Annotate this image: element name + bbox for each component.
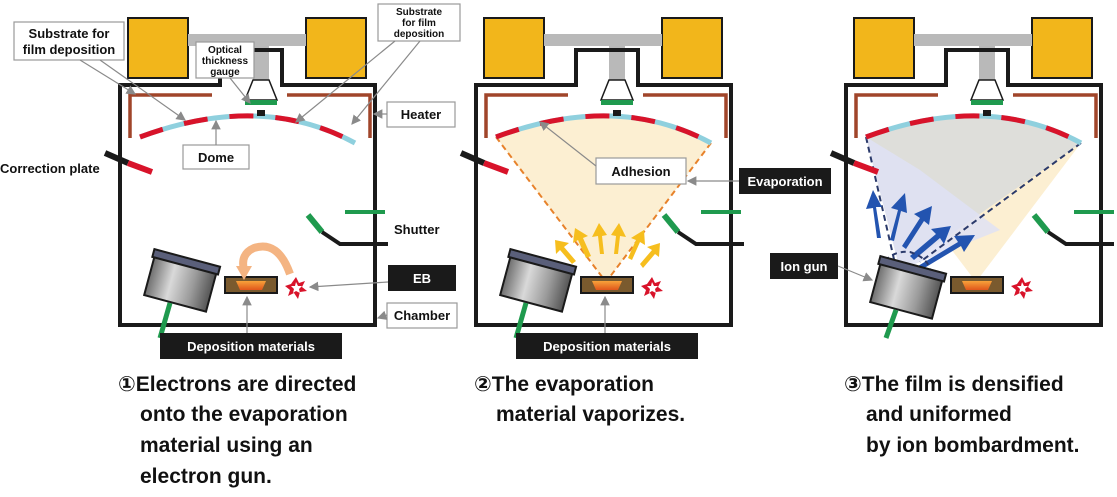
heater-right (287, 93, 372, 138)
label-shutter: Shutter (394, 222, 440, 237)
label-substrate-right-3: deposition (394, 29, 445, 40)
caption-3-line-2: and uniformed (866, 403, 1012, 426)
electron-beam-arrow (239, 242, 294, 276)
correction-plate-rod (103, 150, 130, 166)
label-substrate-right-2: for film (402, 18, 436, 29)
shutter-arm-green (305, 213, 325, 234)
label-eb: EB (413, 271, 431, 286)
pump-block-right (305, 17, 367, 79)
label-substrate-right-1: Substrate (396, 7, 443, 18)
chamber-wall-3 (844, 48, 1103, 327)
label-dome: Dome (198, 150, 234, 165)
caption-2-line-2: material vaporizes. (496, 403, 685, 426)
correction-plate (126, 160, 154, 175)
gauge-window (245, 100, 277, 105)
pump-block-left (127, 17, 189, 79)
caption-3-line-1: ③The film is densified (844, 373, 1064, 396)
vapor-arrows (555, 223, 660, 268)
ion-gun-device-3 (868, 254, 948, 320)
label-adhesion: Adhesion (611, 164, 670, 179)
chamber-wall-2 (474, 48, 733, 327)
caption-1-line-2: onto the evaporation (140, 403, 348, 426)
caption-3-line-3: by ion bombardment. (866, 434, 1080, 457)
label-optical-1: Optical (208, 45, 242, 56)
caption-1-line-4: electron gun. (140, 465, 272, 488)
dome-center (257, 110, 265, 116)
ion-arrows (866, 190, 975, 270)
panel-3 (829, 17, 1114, 339)
label-chamber: Chamber (394, 308, 450, 323)
dome-substrates (139, 113, 357, 146)
caption-2-line-1: ②The evaporation (474, 373, 654, 396)
panel-2-labels: Adhesion Evaporation Deposition material… (474, 121, 831, 426)
label-optical-3: gauge (210, 67, 240, 78)
caption-1-line-1: ①Electrons are directed (118, 373, 356, 396)
label-ion-gun: Ion gun (781, 259, 828, 274)
ion-gun-device (142, 247, 222, 313)
panel-1-labels: Substrate for film deposition Substrate … (0, 3, 461, 488)
label-heater: Heater (401, 107, 441, 122)
shutter-arm (320, 230, 388, 246)
label-deposition-materials-2: Deposition materials (543, 339, 671, 354)
electron-beam-head (236, 266, 252, 280)
label-optical-2: thickness (202, 56, 249, 67)
label-correction-plate: Correction plate (0, 161, 100, 176)
panel-3-labels: Ion gun ③The film is densified and unifo… (770, 253, 1080, 457)
caption-1-line-3: material using an (140, 434, 313, 457)
panel-1 (103, 17, 388, 339)
optical-gauge-icon (243, 79, 279, 101)
gun-feed (157, 302, 173, 339)
material (236, 281, 266, 290)
label-substrate-left-1: Substrate for (29, 26, 110, 41)
label-substrate-left-2: film deposition (23, 42, 116, 57)
heater-left (128, 93, 212, 138)
label-evaporation: Evaporation (747, 174, 822, 189)
pipe-drop (253, 46, 269, 80)
label-deposition-materials-1: Deposition materials (187, 339, 315, 354)
